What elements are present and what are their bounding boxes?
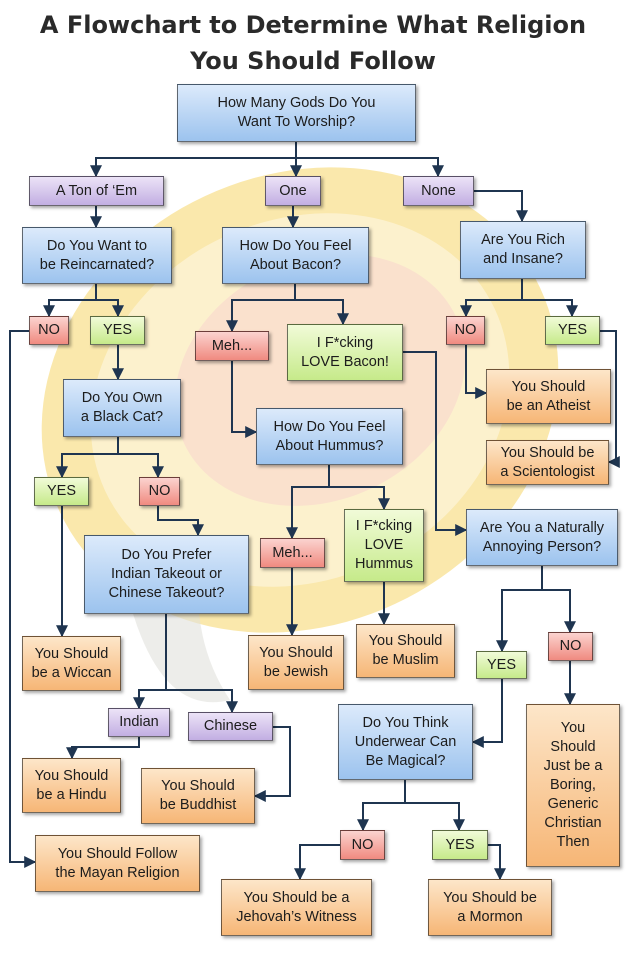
question-hummus: How Do You Feel About Hummus? <box>256 408 403 465</box>
answer-meh-bacon: Meh... <box>195 331 269 361</box>
question-magical-underwear: Do You Think Underwear Can Be Magical? <box>338 704 473 780</box>
connector-arrow <box>542 589 576 634</box>
connector-arrow <box>405 802 465 832</box>
answer-yes-black-cat: YES <box>34 477 89 506</box>
connector-arrow <box>157 506 204 537</box>
connector-arrow <box>294 844 340 881</box>
connector-arrow <box>118 453 164 479</box>
connector-arrow <box>96 299 124 318</box>
answer-no-black-cat: NO <box>139 477 180 506</box>
connector-arrow <box>460 279 523 318</box>
answer-yes-annoying: YES <box>476 651 527 679</box>
result-hindu: You Should be a Hindu <box>22 758 121 813</box>
connector-arrow <box>474 190 528 223</box>
connector-arrow <box>66 737 140 760</box>
category-none: None <box>403 176 474 206</box>
chart-title-line-2: You Should Follow <box>190 47 436 75</box>
result-jewish: You Should be Jewish <box>248 635 344 690</box>
connector-arrow <box>43 284 97 318</box>
connector-arrow <box>465 345 488 399</box>
answer-no-annoying: NO <box>548 632 593 661</box>
connector-arrow <box>403 351 468 536</box>
connector-arrow <box>253 726 291 802</box>
option-indian: Indian <box>108 708 170 737</box>
question-takeout: Do You Prefer Indian Takeout or Chinese … <box>84 535 249 614</box>
connector-arrow <box>231 361 258 438</box>
connector-arrow <box>133 614 167 710</box>
connector-arrow <box>9 330 37 868</box>
connector-arrow <box>329 486 390 511</box>
connector-arrow <box>357 780 406 832</box>
question-black-cat: Do You Own a Black Cat? <box>63 379 181 437</box>
answer-meh-hummus: Meh... <box>260 538 325 568</box>
connector-arrow <box>488 844 506 881</box>
connector-arrow <box>471 679 503 748</box>
result-atheist: You Should be an Atheist <box>486 369 611 424</box>
result-wiccan: You Should be a Wiccan <box>22 636 121 691</box>
connector-arrow <box>226 284 296 333</box>
category-a-ton-of-em: A Ton of ‘Em <box>29 176 164 206</box>
connector-arrow <box>90 142 297 178</box>
answer-no-rich: NO <box>446 316 485 345</box>
result-generic-christian: You Should Just be a Boring, Generic Chr… <box>526 704 620 867</box>
question-how-many-gods: How Many Gods Do You Want To Worship? <box>177 84 416 142</box>
result-scientologist: You Should be a Scientologist <box>486 440 609 485</box>
result-jehovahs-witness: You Should be a Jehovah’s Witness <box>221 879 372 936</box>
connector-arrow <box>296 157 444 178</box>
option-chinese: Chinese <box>188 712 273 741</box>
result-buddhist: You Should be Buddhist <box>141 768 255 824</box>
connector-arrow <box>166 689 238 714</box>
connector-lines <box>9 142 620 881</box>
answer-no-reincarnated: NO <box>29 316 69 345</box>
connector-arrow <box>286 465 330 540</box>
result-mayan: You Should Follow the Mayan Religion <box>35 835 200 892</box>
question-naturally-annoying: Are You a Naturally Annoying Person? <box>466 509 618 566</box>
connector-arrow <box>56 437 119 479</box>
connector-arrow <box>496 566 543 653</box>
result-mormon: You Should be a Mormon <box>428 879 552 936</box>
answer-yes-reincarnated: YES <box>90 316 145 345</box>
question-bacon: How Do You Feel About Bacon? <box>222 227 369 284</box>
connector-arrow <box>522 299 578 318</box>
chart-title-line-1: A Flowchart to Determine What Religion <box>39 11 587 39</box>
question-reincarnated: Do You Want to be Reincarnated? <box>22 227 172 284</box>
connector-arrow <box>600 330 620 468</box>
answer-love-bacon: I F*cking LOVE Bacon! <box>287 324 403 381</box>
connector-arrow <box>295 299 349 326</box>
result-muslim: You Should be Muslim <box>356 624 455 678</box>
answer-yes-underwear: YES <box>432 830 488 860</box>
answer-love-hummus: I F*cking LOVE Hummus <box>344 509 424 582</box>
answer-yes-rich: YES <box>545 316 600 345</box>
answer-no-underwear: NO <box>340 830 385 860</box>
category-one: One <box>265 176 321 206</box>
question-rich-and-insane: Are You Rich and Insane? <box>460 221 586 279</box>
